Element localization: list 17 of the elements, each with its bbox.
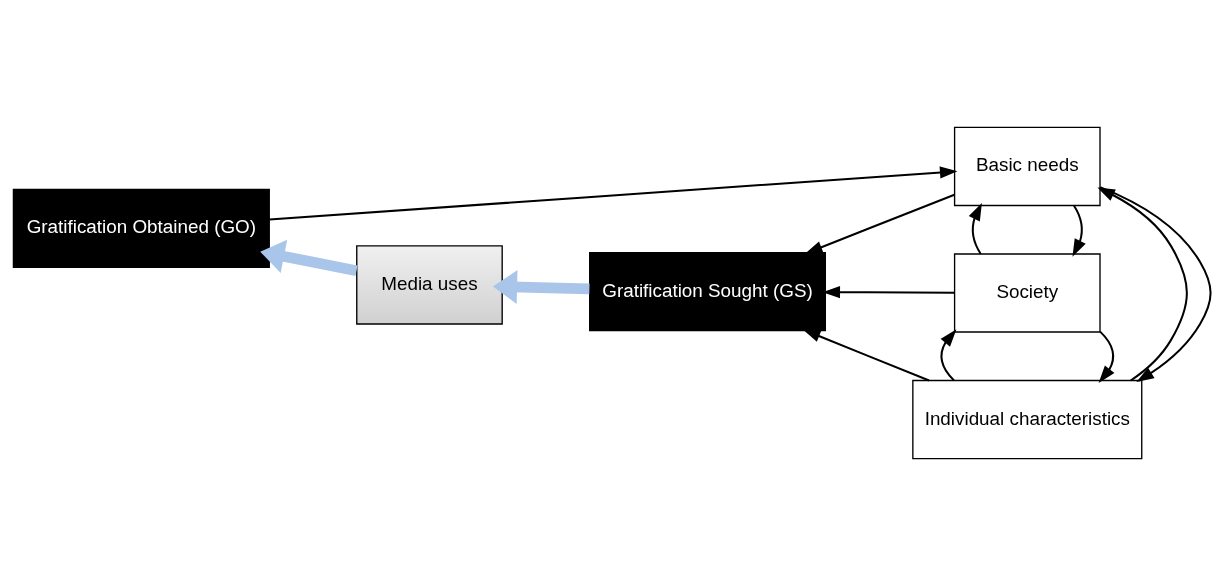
arrow [940, 328, 957, 381]
node-box: Gratification Obtained (GO) [12, 188, 270, 268]
arrow [1097, 186, 1188, 381]
arrow [968, 202, 982, 254]
arrow [269, 165, 958, 220]
node-box: Media uses [356, 244, 503, 325]
arrow [802, 329, 930, 381]
arrow [1099, 185, 1212, 382]
arrow [1098, 330, 1115, 383]
node-box: Individual characteristics [912, 379, 1143, 459]
arrow [1072, 204, 1086, 257]
arrow [804, 193, 955, 254]
node-box: Gratification Sought (GS) [589, 251, 826, 331]
node-box: Society [953, 252, 1101, 333]
arrow [492, 269, 590, 304]
arrow [260, 239, 358, 276]
node-box: Basic needs [953, 126, 1101, 206]
